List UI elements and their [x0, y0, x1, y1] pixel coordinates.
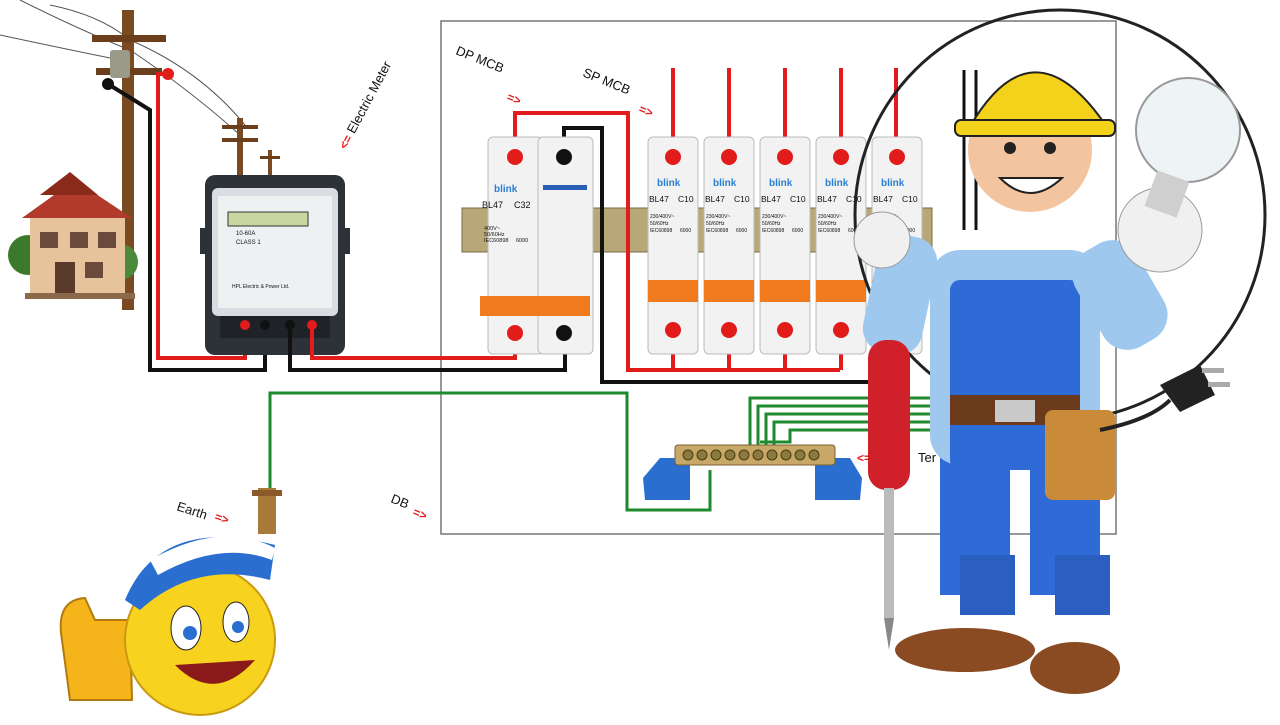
meter-rating: 10-60A	[236, 231, 255, 237]
sp-mcb-rating: C10	[734, 194, 750, 204]
dp-mcb-capacity: 6000	[516, 238, 528, 244]
sp-mcb-spec: 230/400V~	[762, 214, 786, 220]
db-arrow: =>	[411, 505, 429, 523]
sp-mcb-rating: C10	[678, 194, 694, 204]
sp-mcb-top-terminal	[665, 149, 681, 165]
busbar-screw	[752, 449, 764, 461]
dp-mcb: blink BL47 C32 400V~ 50/60Hz IEC60898 60…	[480, 136, 594, 355]
dp-mcb-spec-2: IEC60898	[484, 238, 508, 244]
sp-mcb-bottom-terminal	[721, 322, 737, 338]
sp-mcb-spec: 50/60Hz	[818, 221, 837, 227]
sp-mcb-rating: C10	[902, 194, 918, 204]
sp-mcb-model: BL47	[817, 194, 837, 204]
supply-neutral-terminal	[102, 78, 114, 90]
earth-busbar	[643, 444, 862, 500]
sp-mcb-lever	[760, 280, 810, 302]
sp-mcb-bottom-terminal	[665, 322, 681, 338]
sp-mcb-model: BL47	[705, 194, 725, 204]
sp-mcb-capacity: 6000	[904, 228, 915, 234]
sp-mcb-brand: blink	[825, 178, 849, 189]
earth-label: Earth	[175, 499, 209, 523]
busbar-screw	[766, 449, 778, 461]
sp-mcb-spec: 50/60Hz	[762, 221, 781, 227]
sp-mcb-rating: C10	[790, 194, 806, 204]
sp-mcb-brand: blink	[657, 178, 681, 189]
sp-mcb-bottom-terminal	[777, 322, 793, 338]
sp-mcb-spec: 230/400V~	[650, 214, 674, 220]
sp-mcb-spec: IEC60898	[762, 228, 784, 234]
small-pole-icon	[222, 118, 280, 178]
db-label: DB	[389, 491, 411, 512]
busbar-screw	[808, 449, 820, 461]
electrician-cartoon-icon	[853, 8, 1267, 694]
sp-mcb-spec: 50/60Hz	[650, 221, 669, 227]
sp-mcb-model: BL47	[761, 194, 781, 204]
meter-label-text: Electric Meter	[344, 58, 395, 136]
earth-arrow: =>	[213, 510, 231, 528]
sp-mcb-capacity: 6000	[792, 228, 803, 234]
busbar-screw	[696, 449, 708, 461]
sp-mcb-brand: blink	[881, 178, 905, 189]
sp-mcb-lever	[816, 280, 866, 302]
electric-meter: 10-60A CLASS 1 HPL Electric & Power Ltd.	[200, 175, 350, 355]
meter-maker: HPL Electric & Power Ltd.	[232, 284, 289, 290]
dp-mcb-brand: blink	[494, 184, 518, 195]
busbar-screw	[682, 449, 694, 461]
sp-mcb-arrow: =>	[637, 102, 655, 120]
sp-mcb-brand: blink	[769, 178, 793, 189]
sp-mcb-spec: 50/60Hz	[706, 221, 725, 227]
meter-arrow: <=	[336, 132, 355, 151]
sp-mcb-brand: blink	[713, 178, 737, 189]
terminal-arrow: <=	[857, 451, 871, 465]
dp-mcb-label: DP MCB	[454, 43, 506, 76]
dp-mcb-spec-1: 50/60Hz	[484, 232, 505, 238]
sp-mcb-capacity: 6000	[848, 228, 859, 234]
sp-mcb-rating: C10	[846, 194, 862, 204]
sp-mcb-top-terminal	[721, 149, 737, 165]
sp-mcb-top-terminal	[777, 149, 793, 165]
busbar-screws	[682, 449, 820, 461]
busbar-screw	[710, 449, 722, 461]
dp-mcb-arrow: =>	[505, 90, 523, 108]
dp-mcb-lever	[480, 296, 590, 316]
busbar-screw	[794, 449, 806, 461]
sp-mcb-model: BL47	[873, 194, 893, 204]
sp-mcb-lever	[704, 280, 754, 302]
busbar-screw	[738, 449, 750, 461]
sp-mcb-capacity: 6000	[736, 228, 747, 234]
thumbs-up-smiley-icon	[59, 536, 276, 716]
sp-mcb-spec: 230/400V~	[818, 214, 842, 220]
electric-meter-label: <= Electric Meter	[335, 58, 394, 151]
sp-mcb-label: SP MCB	[581, 65, 633, 97]
sp-mcb-spec: 230/400V~	[706, 214, 730, 220]
meter-class: CLASS 1	[236, 240, 261, 246]
busbar-screw	[724, 449, 736, 461]
sp-mcb-spec: IEC60898	[650, 228, 672, 234]
phase-busbar-wire	[513, 111, 840, 372]
sp-mcb-top-terminal	[833, 149, 849, 165]
supply-phase-terminal	[162, 68, 174, 80]
house-icon	[8, 172, 138, 299]
sp-mcb-spec: IEC60898	[818, 228, 840, 234]
earth-electrode-icon	[252, 488, 282, 534]
terminal-label: Ter	[918, 450, 937, 465]
sp-mcb-top-terminal	[889, 149, 905, 165]
sp-mcb-model: BL47	[649, 194, 669, 204]
sp-mcb-bottom-terminal	[833, 322, 849, 338]
sp-mcb-spec: IEC60898	[706, 228, 728, 234]
sp-mcb-lever	[648, 280, 698, 302]
dp-mcb-rating: C32	[514, 200, 531, 210]
dp-mcb-model: BL47	[482, 200, 503, 210]
sp-mcb-capacity: 6000	[680, 228, 691, 234]
dp-mcb-spec-0: 400V~	[484, 226, 500, 232]
busbar-screw	[780, 449, 792, 461]
